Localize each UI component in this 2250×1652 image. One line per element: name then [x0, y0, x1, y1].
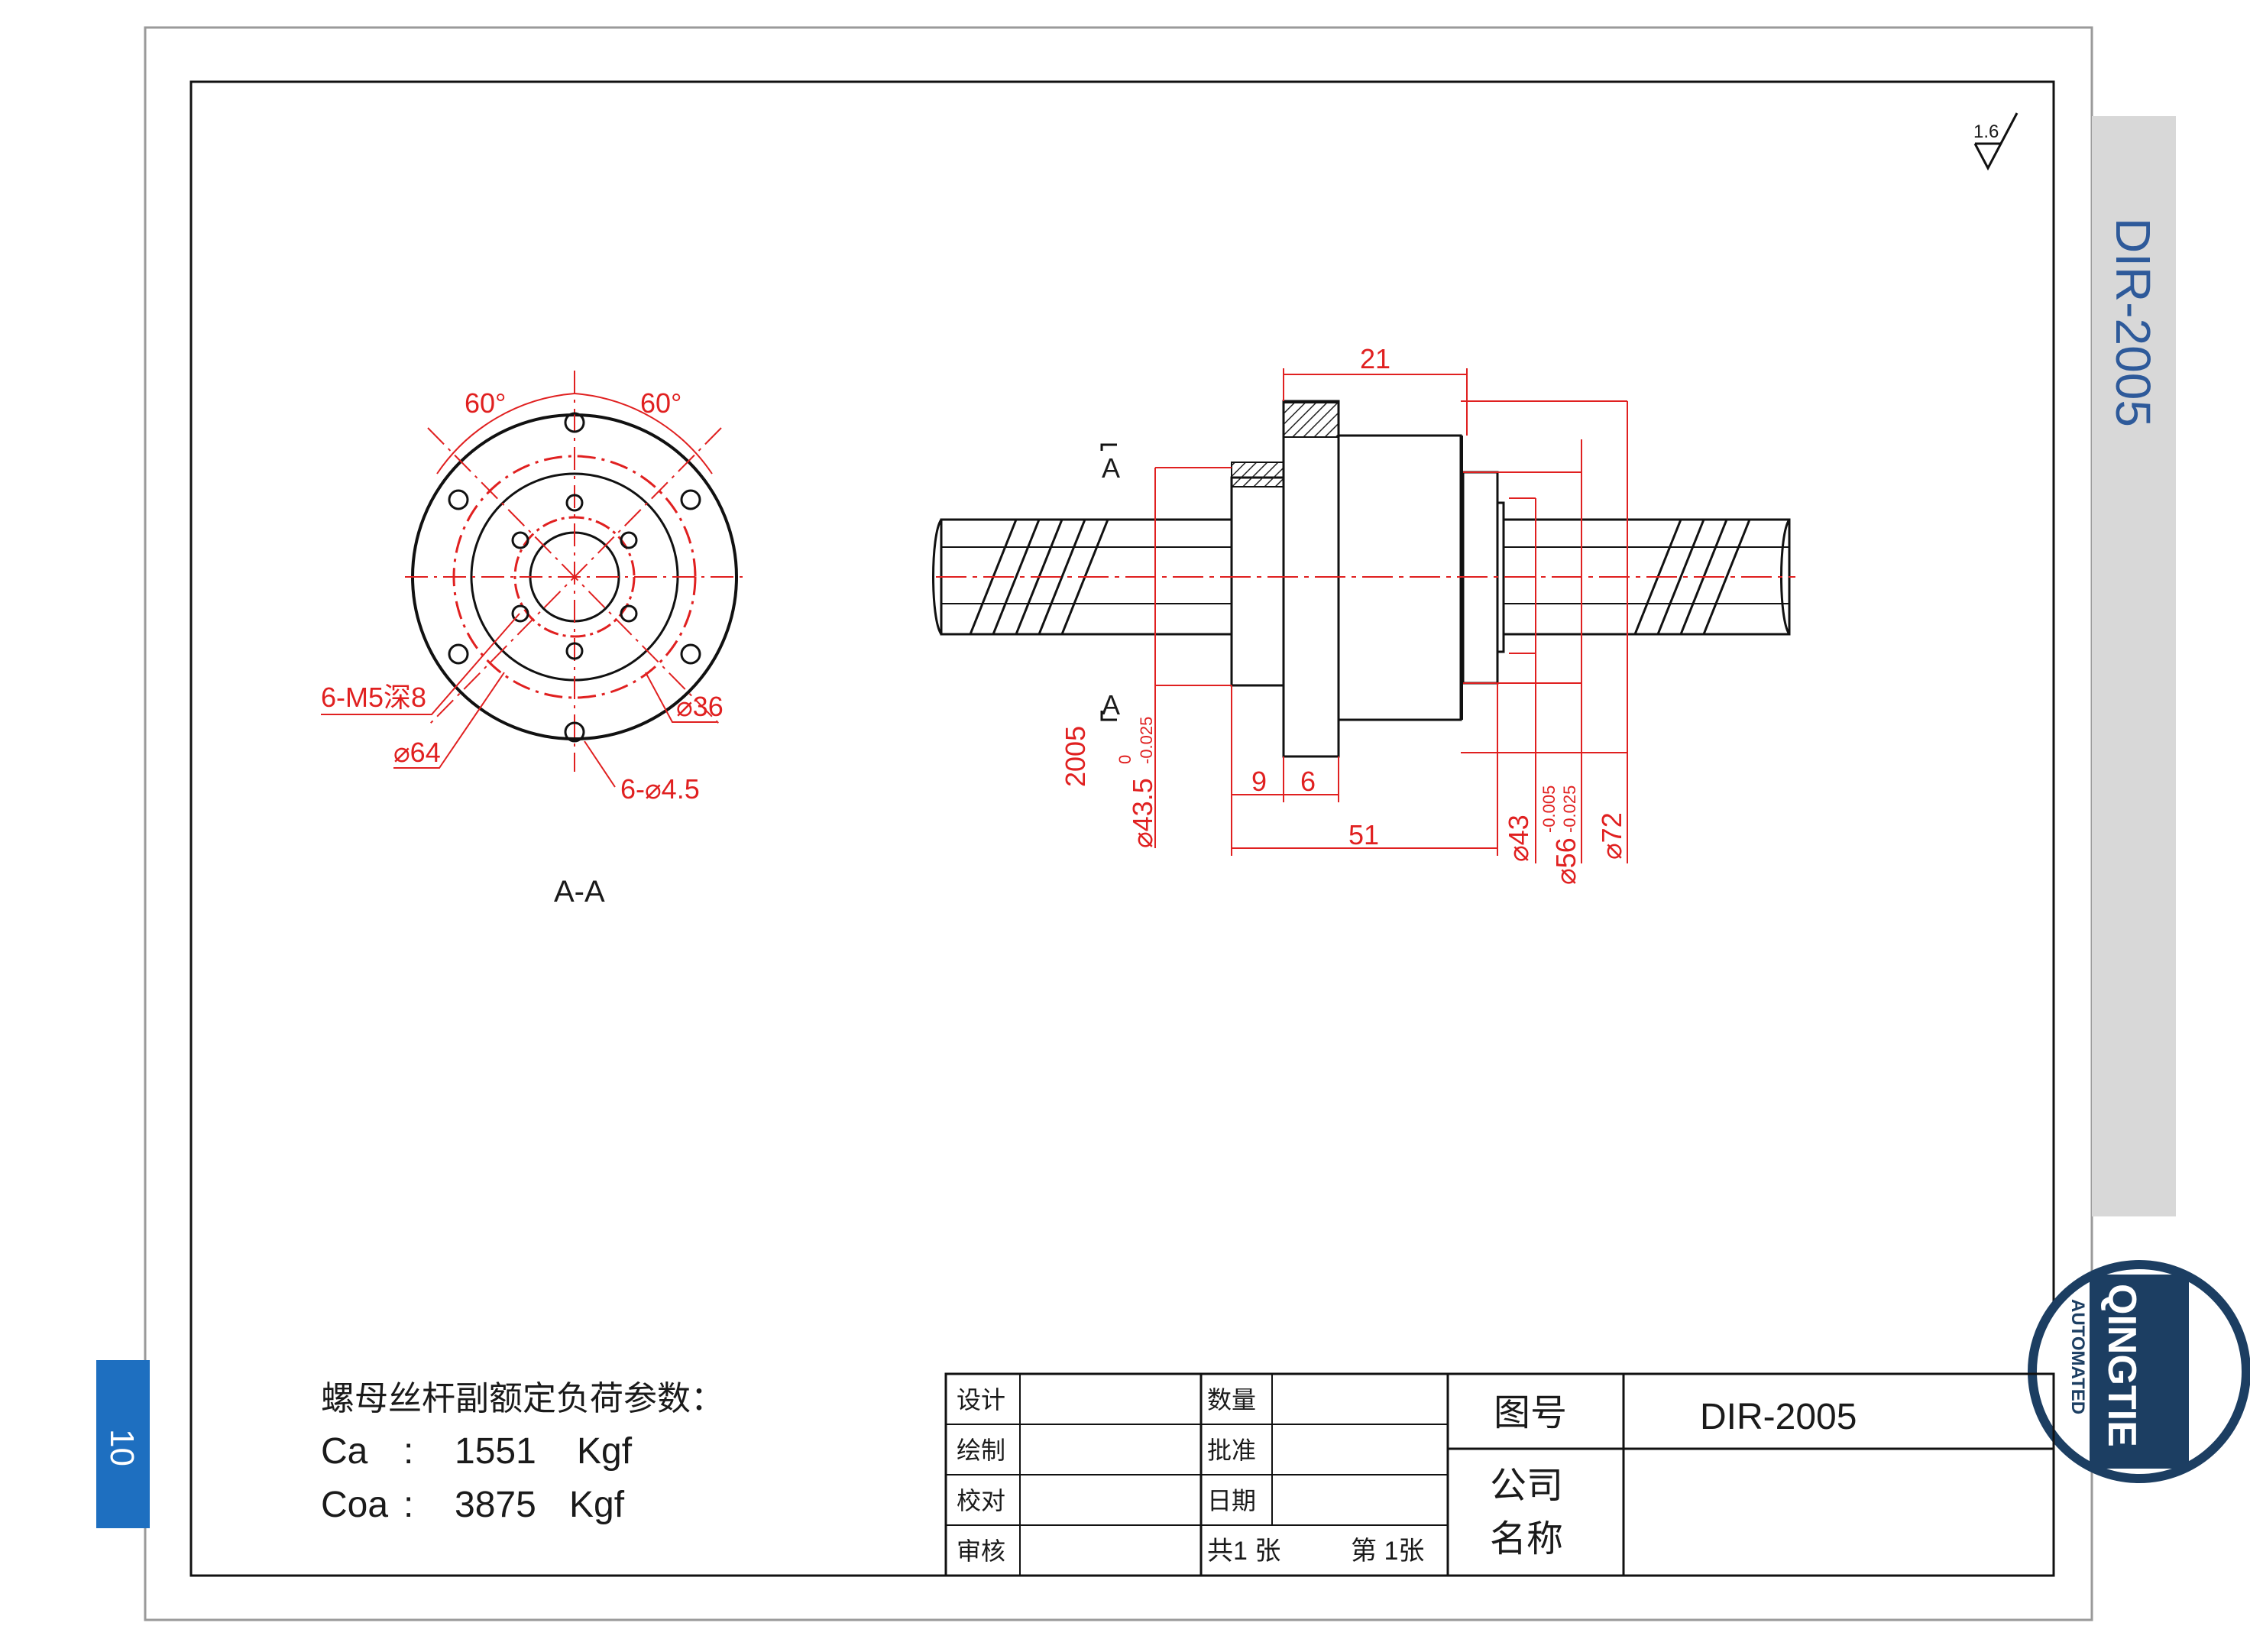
- dia-56-dim: ⌀56: [1550, 837, 1581, 885]
- tb-check: 校对: [957, 1487, 1005, 1514]
- angle-right-label: 60°: [640, 387, 681, 419]
- logo-sub: AUTOMATED: [2067, 1299, 2088, 1414]
- dim-6: 6: [1300, 766, 1316, 797]
- ca-name: Ca: [321, 1431, 368, 1472]
- tapped-hole-note: 6-M5深8: [321, 682, 426, 713]
- tb-approve: 批准: [1207, 1437, 1256, 1464]
- angle-left-label: 60°: [465, 387, 506, 419]
- ca-sep: :: [403, 1431, 413, 1472]
- tb-quantity: 数量: [1207, 1386, 1256, 1414]
- tb-draw: 绘制: [957, 1437, 1005, 1464]
- coa-sep: :: [403, 1485, 413, 1525]
- dim-51: 51: [1348, 819, 1379, 850]
- tb-company-label-1: 公司: [1490, 1466, 1563, 1506]
- nut-diameter-tol-low: -0.025: [1137, 717, 1156, 764]
- model-vertical: 2005: [1060, 726, 1091, 787]
- page-number: 10: [103, 1429, 141, 1466]
- coa-unit: Kgf: [569, 1485, 625, 1525]
- section-mark-top: A: [1102, 452, 1120, 484]
- tb-drawing-no-label: 图号: [1494, 1393, 1567, 1433]
- nut-diameter-tol-up: 0: [1115, 755, 1135, 764]
- dia-56-tol-up: -0.005: [1539, 786, 1559, 833]
- load-parameters: 螺母丝杆副额定负荷参数： Ca : 1551 Kgf Coa : 3875 Kg…: [321, 1380, 724, 1525]
- tb-date: 日期: [1207, 1487, 1256, 1514]
- ca-unit: Kgf: [577, 1431, 633, 1472]
- title-block: 设计 绘制 校对 审核 数量 批准 日期 共1 张 第 1张 图号 DIR-20…: [944, 1372, 2055, 1577]
- flange-width-dim: 21: [1360, 343, 1390, 374]
- side-tab: [2092, 116, 2176, 1216]
- through-hole-note: 6-⌀4.5: [620, 773, 700, 805]
- tb-company-label-2: 名称: [1490, 1519, 1563, 1560]
- ca-value: 1551: [455, 1431, 536, 1472]
- section-mark-bottom: A: [1102, 689, 1120, 721]
- tb-sheet-no: 第 1张: [1351, 1537, 1424, 1566]
- roughness-symbol: 1.6: [1973, 112, 2019, 171]
- tb-review: 审核: [957, 1537, 1005, 1565]
- drawing-border: [189, 80, 2055, 1577]
- pcd-diameter-label: ⌀36: [676, 691, 724, 722]
- nut-diameter-dim: ⌀43.5: [1127, 778, 1158, 848]
- dia-56-tol-low: -0.025: [1560, 786, 1579, 833]
- qingtie-logo: QINGTIE AUTOMATED: [2028, 1260, 2250, 1483]
- section-label: A-A: [554, 875, 605, 909]
- tb-design: 设计: [957, 1386, 1005, 1414]
- page-number-tab: [96, 1360, 150, 1528]
- coa-name: Coa: [321, 1485, 388, 1525]
- outer-diameter-label: ⌀64: [393, 737, 441, 768]
- side-tab-title: DIR-2005: [2106, 218, 2161, 427]
- dim-9: 9: [1251, 766, 1267, 797]
- section-view-aa: 60° 60° 6-M5深8 ⌀64 ⌀36 6-⌀4.5 A-A: [321, 371, 745, 909]
- side-view: A A 21 2005 ⌀43.5: [932, 343, 1795, 885]
- roughness-value: 1.6: [1973, 121, 1999, 142]
- load-heading: 螺母丝杆副额定负荷参数：: [321, 1380, 724, 1417]
- tb-sheets-total: 共1 张: [1207, 1537, 1280, 1566]
- dia-43-dim: ⌀43: [1503, 815, 1534, 862]
- tb-drawing-no: DIR-2005: [1700, 1397, 1857, 1437]
- logo-brand: QINGTIE: [2099, 1284, 2144, 1447]
- dia-72-dim: ⌀72: [1596, 812, 1627, 860]
- coa-value: 3875: [455, 1485, 536, 1525]
